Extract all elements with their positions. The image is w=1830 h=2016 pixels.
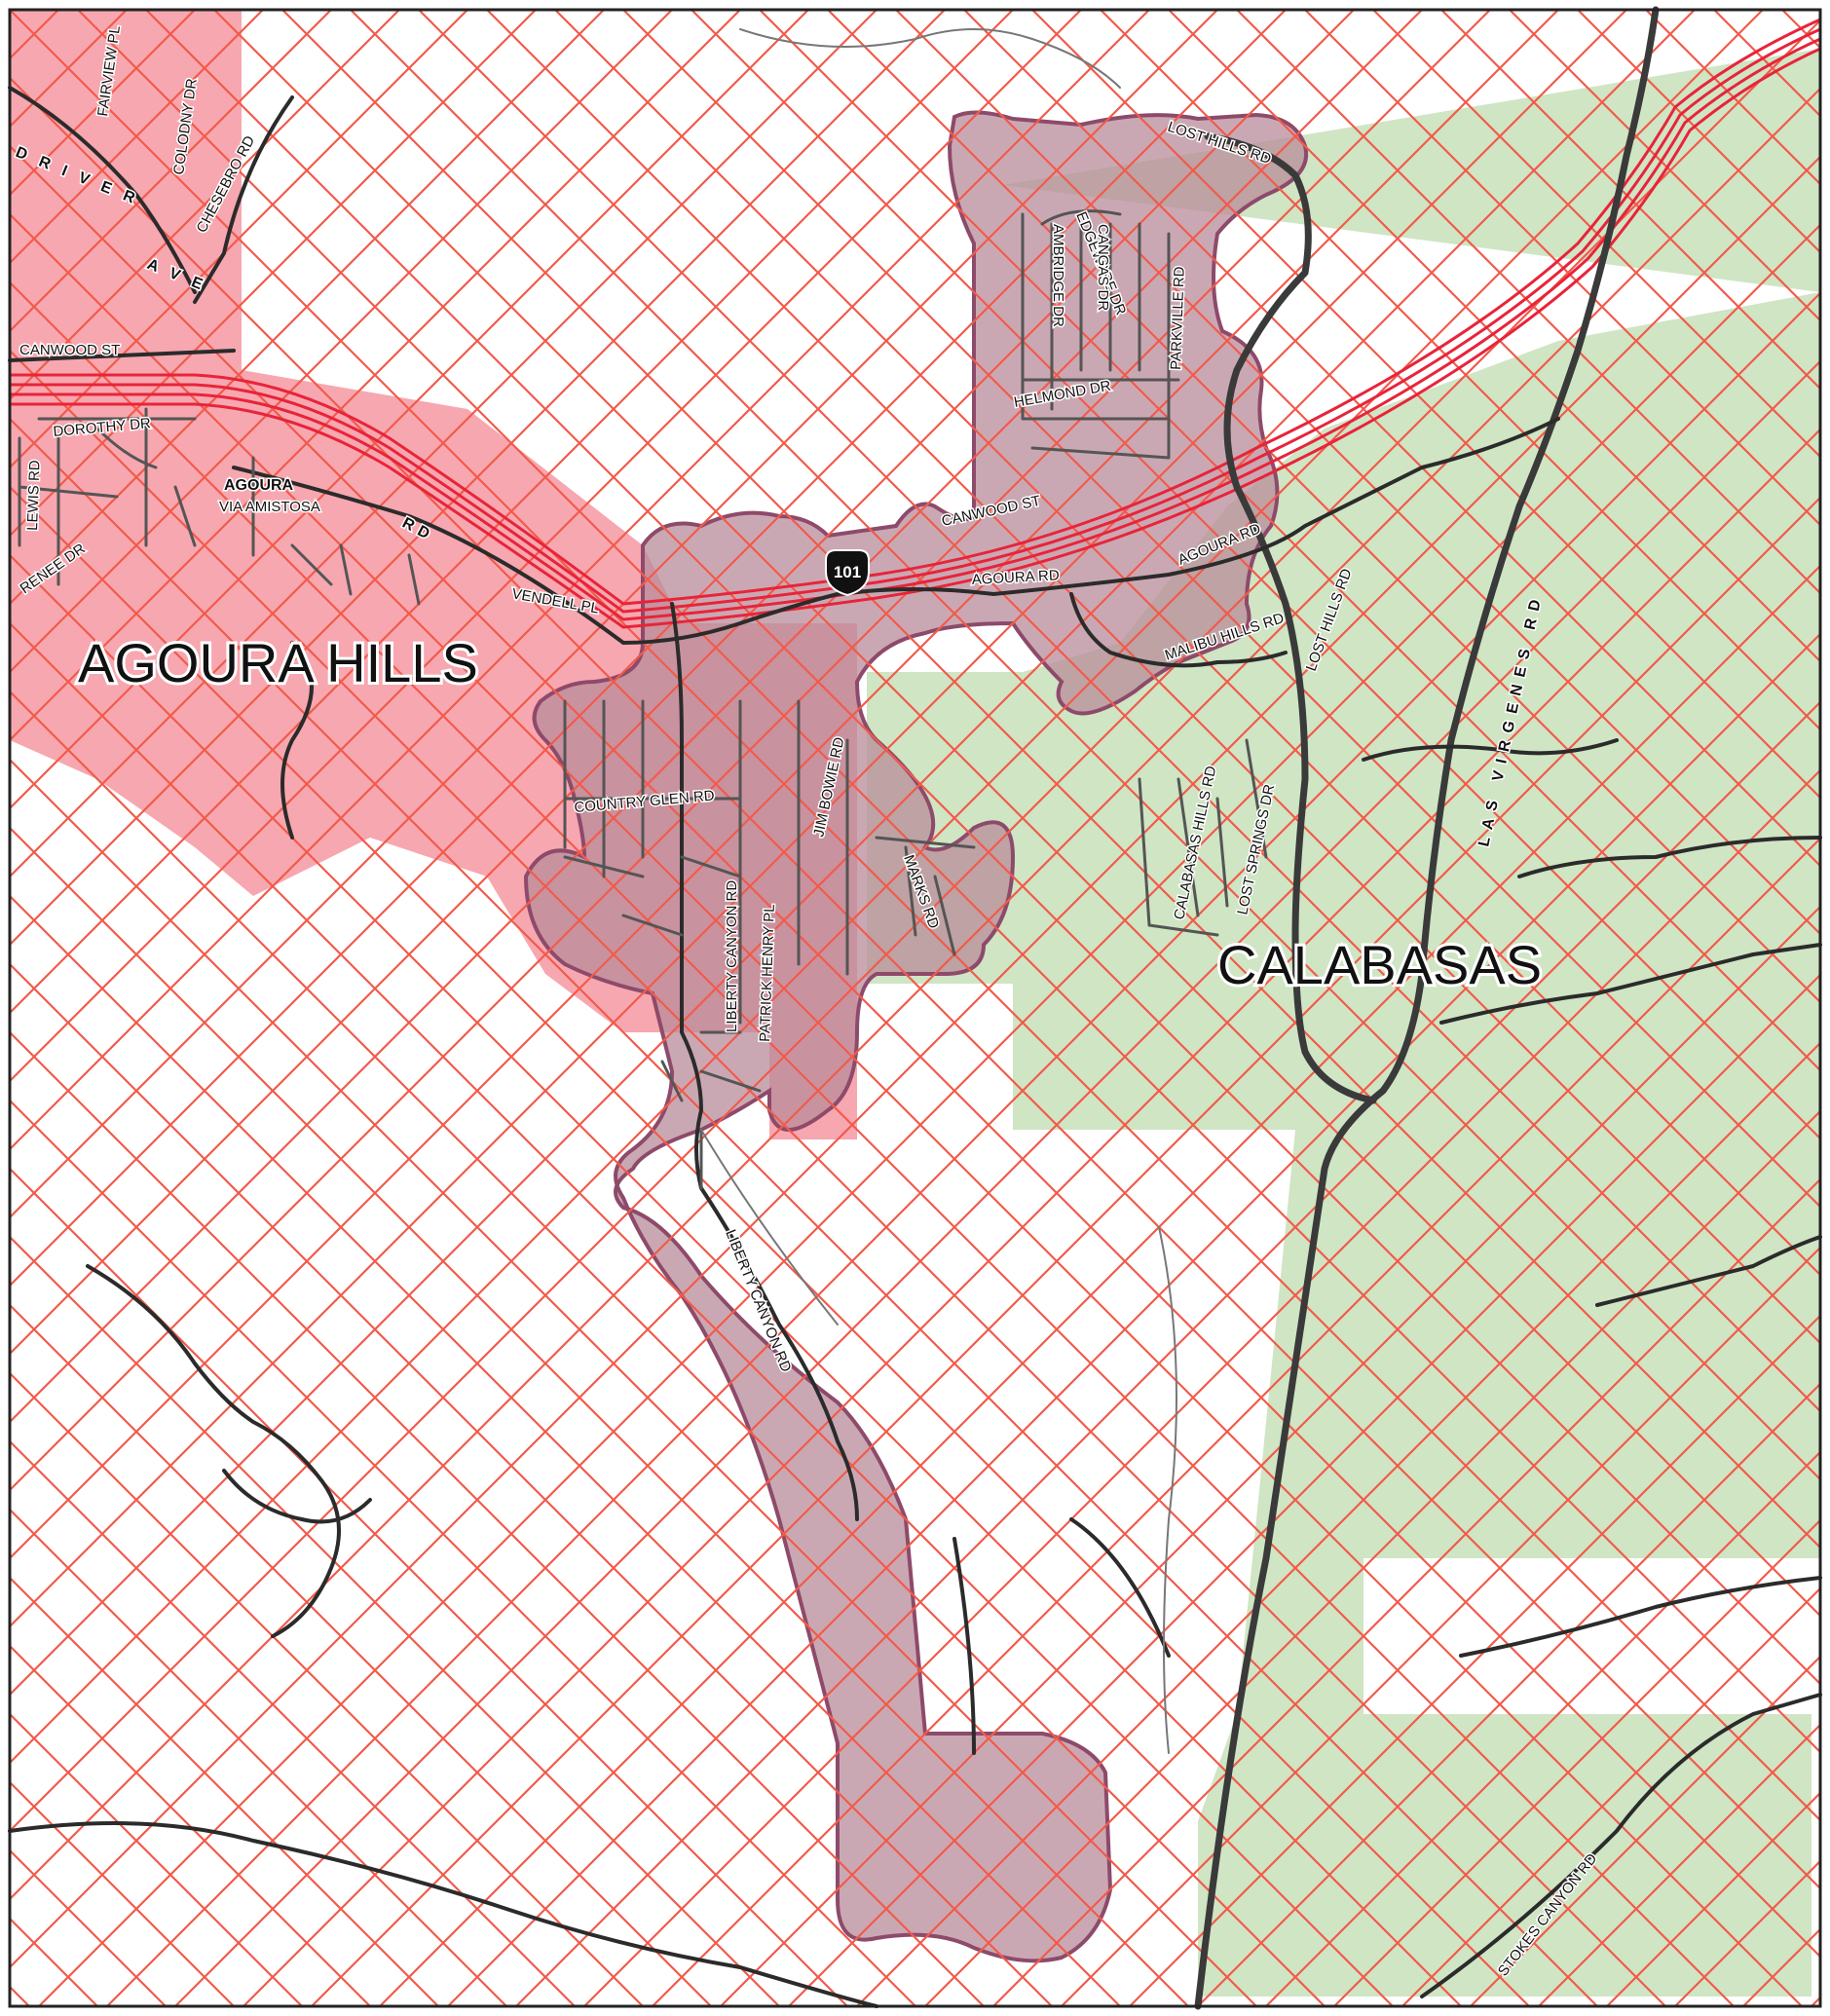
malibu-hills-road	[1069, 592, 1288, 668]
area-label-agoura: AGOURA	[224, 477, 294, 494]
freeway-101	[10, 18, 1821, 629]
city-label-calabasas: CALABASAS	[1217, 934, 1542, 995]
canwood-st-west	[8, 349, 236, 362]
street-label-ambridge-dr: AMBRIDGE DR	[1050, 224, 1066, 327]
us-highway-shield-icon: 101	[825, 549, 870, 597]
agoura-road	[232, 417, 1560, 645]
street-label-via-amistosa: VIA AMISTOSA	[219, 499, 320, 515]
street-label-cangas-dr: CANGAS DR	[1095, 224, 1111, 311]
highway-shield-number: 101	[834, 563, 861, 581]
city-label-agoura-hills: AGOURA HILLS	[78, 632, 478, 693]
chesebro-road	[193, 95, 294, 304]
street-label-patrick-henry-pl: PATRICK HENRY PL	[757, 904, 778, 1042]
street-label-liberty-canyon-rd-north: LIBERTY CANYON RD	[724, 880, 740, 1032]
street-label-canwood-st-west: CANWOOD ST	[19, 342, 120, 358]
driver-avenue	[8, 86, 197, 294]
las-virgenes-road	[1194, 6, 1660, 2010]
trails	[8, 28, 1822, 2008]
hatch-overlay	[10, 10, 1820, 2006]
street-label-parkville-rd: PARKVILLE RD	[1168, 266, 1188, 370]
stokes-canyon-road	[1420, 1693, 1822, 1998]
map-frame	[8, 8, 1822, 2008]
major-roads	[8, 6, 1822, 2010]
street-label-lewis-rd: LEWIS RD	[24, 460, 44, 531]
minor-roads	[18, 209, 1268, 1190]
lost-hills-road	[1204, 132, 1377, 1104]
